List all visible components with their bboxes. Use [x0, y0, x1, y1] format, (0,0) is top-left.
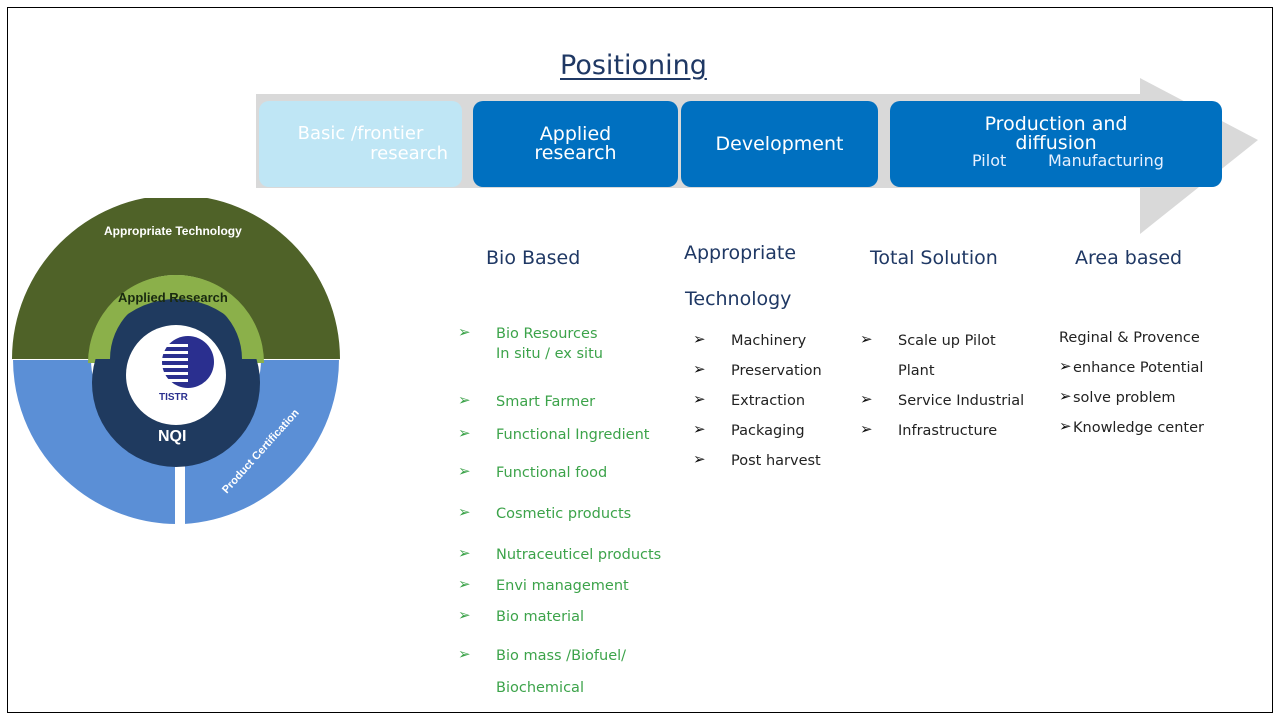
appropriate-technology-list: ➢ Machinery ➢ Preservation ➢ Extraction … — [693, 330, 863, 483]
bullet-arrow-icon: ➢ — [458, 462, 471, 480]
item-label: Preservation — [731, 363, 822, 379]
page-title: Positioning — [560, 50, 707, 81]
slide-frame: Positioning Basic /frontier research App… — [7, 7, 1273, 713]
bullet-arrow-icon: ➢ — [458, 323, 471, 341]
bullet-arrow-icon: ➢ — [1059, 357, 1072, 375]
bullet-arrow-icon: ➢ — [693, 360, 706, 378]
item-label-line2: Biochemical — [496, 680, 584, 696]
bullet-arrow-icon: ➢ — [458, 391, 471, 409]
item-label: enhance Potential — [1073, 360, 1204, 376]
item-label: Cosmetic products — [496, 506, 632, 522]
bullet-arrow-icon: ➢ — [860, 390, 873, 408]
heading-appropriate-technology-1: Appropriate — [684, 242, 797, 264]
stage-label-line1: Development — [715, 132, 844, 155]
wheel-outer-label: Appropriate Technology — [104, 224, 242, 238]
area-based-list: Reginal & Provence ➢ enhance Potential ➢… — [1059, 330, 1259, 450]
item-label: Service Industrial — [898, 393, 1025, 409]
item-label: Envi management — [496, 578, 629, 594]
bullet-arrow-icon: ➢ — [693, 390, 706, 408]
bullet-arrow-icon: ➢ — [693, 330, 706, 348]
item-label: solve problem — [1073, 390, 1176, 406]
bullet-arrow-icon: ➢ — [458, 575, 471, 593]
item-label: Bio material — [496, 609, 584, 625]
heading-bio-based: Bio Based — [486, 247, 581, 269]
wheel-core-label: NQI — [158, 428, 187, 445]
item-label: Scale up Pilot — [898, 333, 996, 349]
item-label: Packaging — [731, 423, 805, 439]
stage-label-line1: Basic /frontier — [297, 123, 424, 144]
item-label-line2: In situ / ex situ — [496, 346, 603, 362]
stage-label-line1: Applied — [539, 123, 612, 145]
wheel-middle-label: Applied Research — [118, 290, 228, 305]
bullet-arrow-icon: ➢ — [458, 606, 471, 624]
tistr-logo-icon — [142, 336, 214, 388]
item-label: Functional food — [496, 465, 608, 481]
bullet-arrow-icon: ➢ — [1059, 417, 1072, 435]
logo-text: TISTR — [159, 392, 188, 403]
bullet-arrow-icon: ➢ — [860, 420, 873, 438]
item-label: Bio mass /Biofuel/ — [496, 648, 627, 664]
wheel-outer-appropriate-technology — [12, 198, 340, 359]
item-label: Nutraceuticel products — [496, 547, 662, 563]
stage-label-line2: research — [370, 143, 448, 164]
bullet-arrow-icon: ➢ — [458, 544, 471, 562]
bullet-arrow-icon: ➢ — [458, 424, 471, 442]
heading-appropriate-technology-2: Technology — [685, 288, 792, 310]
stage-label-line1: Production and — [984, 113, 1128, 135]
item-label: Bio Resources — [496, 326, 598, 342]
wheel-middle-cap — [92, 275, 260, 359]
item-label-line2: Plant — [898, 363, 935, 379]
stage-basic-research: Basic /frontier research — [259, 101, 462, 187]
stage-development: Development — [681, 101, 878, 187]
bullet-arrow-icon: ➢ — [1059, 387, 1072, 405]
stage-production-diffusion: Production and diffusion Pilot Manufactu… — [890, 101, 1222, 187]
bullet-arrow-icon: ➢ — [860, 330, 873, 348]
bullet-arrow-icon: ➢ — [458, 645, 471, 663]
heading-total-solution: Total Solution — [870, 247, 998, 269]
item-label: Post harvest — [731, 453, 821, 469]
nqi-wheel — [10, 198, 342, 527]
total-solution-list: ➢ Scale up Pilot Plant ➢ Service Industr… — [860, 330, 1030, 463]
stage-sub-pilot: Pilot — [972, 151, 1007, 170]
stage-label-line2: diffusion — [1015, 132, 1097, 154]
stage-label-line2: research — [534, 142, 617, 164]
area-intro: Reginal & Provence — [1059, 330, 1200, 346]
item-label: Infrastructure — [898, 423, 998, 439]
bullet-arrow-icon: ➢ — [693, 420, 706, 438]
item-label: Extraction — [731, 393, 806, 409]
stage-sub-manufacturing: Manufacturing — [1048, 151, 1164, 170]
bio-based-list: ➢ Bio Resources In situ / ex situ ➢ Smar… — [458, 323, 688, 706]
item-label: Machinery — [731, 333, 807, 349]
bullet-arrow-icon: ➢ — [693, 450, 706, 468]
item-label: Smart Farmer — [496, 394, 596, 410]
bullet-arrow-icon: ➢ — [458, 503, 471, 521]
heading-area-based: Area based — [1075, 247, 1183, 269]
item-label: Functional Ingredient — [496, 427, 650, 443]
item-label: Knowledge center — [1073, 420, 1204, 436]
stage-applied-research: Applied research — [473, 101, 678, 187]
